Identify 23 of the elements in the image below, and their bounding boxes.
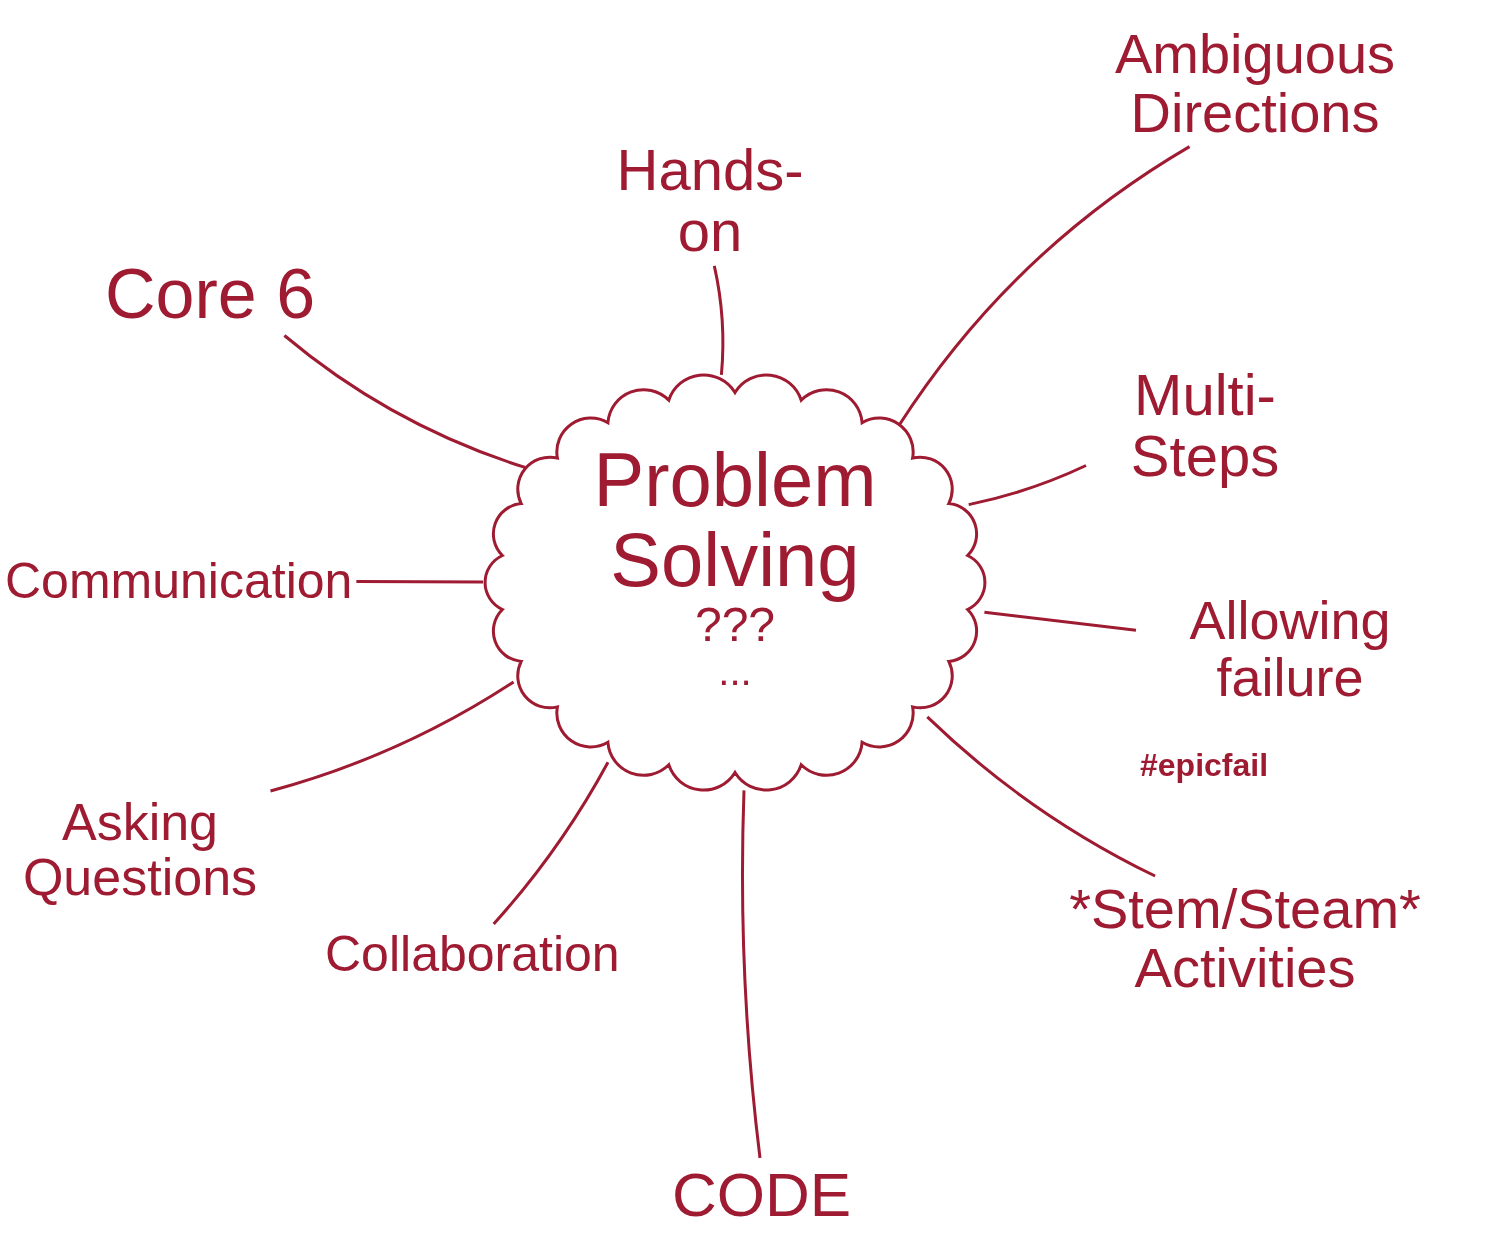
connector-line: [356, 580, 483, 584]
connector-line: [283, 334, 526, 469]
cloud-title: Problem Solving: [592, 440, 878, 600]
branch-label: Communication: [5, 555, 353, 608]
branch-label: Collaboration: [325, 928, 620, 981]
hashtag-note: #epicfail: [1140, 747, 1269, 784]
branch-label: Multi- Steps: [1090, 365, 1320, 487]
connector-line: [898, 145, 1191, 426]
branch-label: Ambiguous Directions: [1075, 25, 1435, 143]
branch-label: *Stem/Steam* Activities: [985, 880, 1505, 998]
branch-label: Asking Questions: [5, 795, 275, 905]
cloud-note: ???: [694, 599, 776, 650]
connector-line: [492, 761, 610, 925]
connector-line: [741, 790, 762, 1159]
branch-label: CODE: [672, 1162, 852, 1228]
branch-label: Core 6: [105, 258, 316, 332]
connector-line: [968, 464, 1087, 507]
cloud-note: ...: [718, 650, 752, 692]
branch-label: Allowing failure: [1140, 592, 1440, 706]
connector-line: [270, 680, 515, 793]
branch-label: Hands- on: [590, 140, 830, 262]
connector-line: [984, 610, 1137, 632]
connector-line: [712, 265, 725, 375]
